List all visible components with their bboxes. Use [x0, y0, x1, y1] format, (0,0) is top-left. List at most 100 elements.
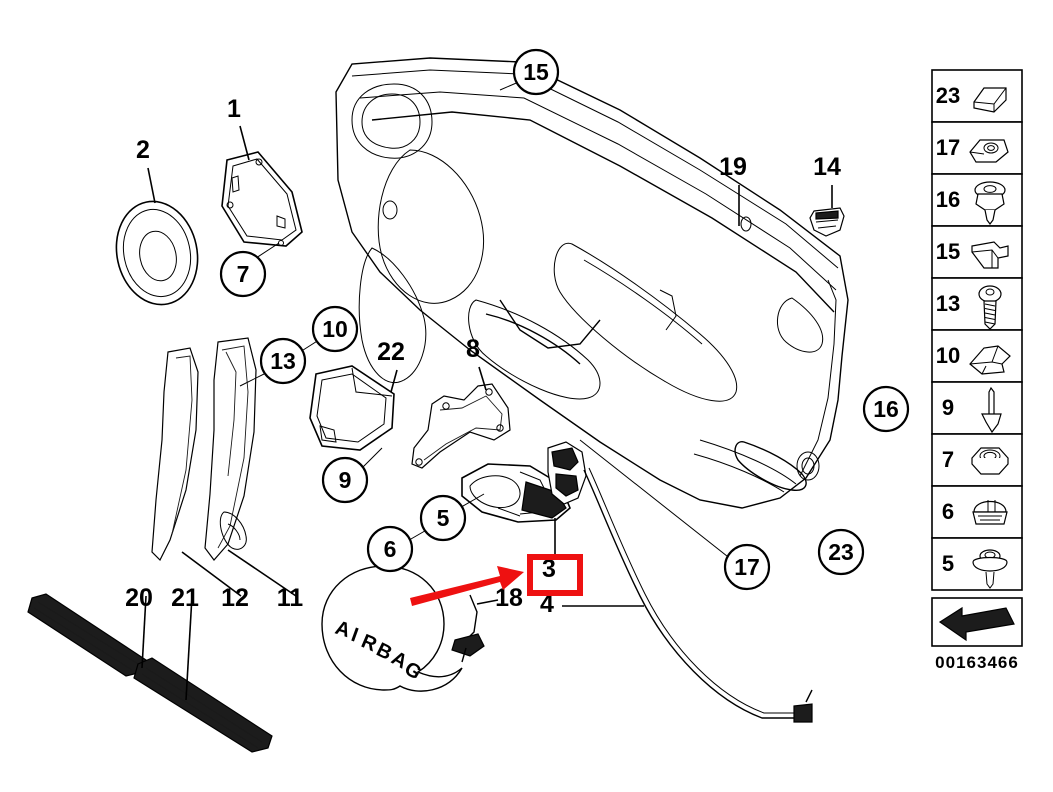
legend-item-7[interactable]: 7 [931, 433, 1023, 487]
legend-number-9: 9 [942, 395, 954, 420]
legend-column: 23 17 16 15 13 10 9 7 6 5 00163466 [931, 69, 1023, 672]
legend-icon-hex-nut [971, 447, 1009, 475]
part-8-bracket [411, 383, 511, 469]
callout-label-23: 23 [828, 539, 854, 565]
callout-label-15: 15 [523, 59, 549, 85]
part-2-speaker [115, 200, 199, 306]
legend-item-23[interactable]: 23 [931, 69, 1023, 123]
legend-icon-spring-clamp [969, 345, 1011, 375]
legend-icon-square-cap-plug [973, 87, 1007, 113]
part-label-3: 3 [542, 555, 556, 583]
callout-ring-13 [259, 337, 307, 385]
callout-circle-23[interactable]: 23 [817, 528, 865, 576]
legend-item-13[interactable]: 13 [931, 277, 1023, 331]
leader-lines [141, 77, 833, 701]
part-4-bowden-cable [583, 467, 813, 723]
callout-label-9: 9 [339, 467, 352, 493]
red-highlight-annotation [410, 554, 583, 606]
part-11-trim-strip [204, 337, 257, 561]
callout-ring-17 [723, 543, 771, 591]
callout-circle-17[interactable]: 17 [723, 543, 771, 591]
part-label-18: 18 [495, 584, 523, 612]
legend-item-9[interactable]: 9 [931, 381, 1023, 435]
legend-item-17[interactable]: 17 [931, 121, 1023, 175]
legend-icon-self-tapping-screw [978, 285, 1002, 330]
legend-number-16: 16 [936, 187, 960, 212]
airbag-text: A I R B A G [332, 617, 426, 685]
legend-icon-wedge-clip [971, 241, 1009, 269]
legend-number-15: 15 [936, 239, 960, 264]
part-3-door-handle-latch [461, 441, 587, 523]
callout-ring-16 [862, 385, 910, 433]
part-18-retainer-clip [451, 594, 485, 663]
part-1-cover-plate [221, 151, 303, 247]
part-label-1: 1 [227, 95, 241, 123]
legend-box-23 [931, 69, 1023, 123]
red-highlight-box [527, 554, 583, 596]
callout-ring-15 [512, 48, 560, 96]
part-label-12: 12 [221, 584, 249, 612]
part-label-2: 2 [136, 136, 150, 164]
callout-label-10: 10 [322, 316, 348, 342]
part-21-sill-strip [133, 657, 273, 753]
part-label-22: 22 [377, 338, 405, 366]
arrow-block-icon [938, 606, 1015, 642]
red-arrow-icon [410, 566, 524, 606]
part-label-21: 21 [171, 584, 199, 612]
legend-number-13: 13 [936, 291, 960, 316]
part-label-20: 20 [125, 584, 153, 612]
airbag-balloon: A I R B A G [321, 565, 463, 692]
part-label-19: 19 [719, 153, 747, 181]
part-22-control-module [309, 365, 395, 451]
callout-circle-9[interactable]: 9 [321, 456, 369, 504]
callout-label-13: 13 [270, 348, 296, 374]
callout-circle-13[interactable]: 13 [259, 337, 307, 385]
legend-number-23: 23 [936, 83, 960, 108]
legend-box-13 [931, 277, 1023, 331]
legend-number-7: 7 [942, 447, 954, 472]
legend-item-5[interactable]: 5 [931, 537, 1023, 591]
legend-icon-expanding-rivet [974, 181, 1006, 225]
part-label-11: 11 [277, 584, 304, 612]
legend-item-10[interactable]: 10 [931, 329, 1023, 383]
legend-footer [931, 597, 1023, 647]
legend-item-16[interactable]: 16 [931, 173, 1023, 227]
callout-ring-6 [366, 525, 414, 573]
callout-label-5: 5 [437, 505, 450, 531]
callout-circle-15[interactable]: 15 [512, 48, 560, 96]
callout-circle-7[interactable]: 7 [219, 250, 267, 298]
callout-ring-9 [321, 456, 369, 504]
legend-icon-expanding-nut-plug [972, 549, 1008, 589]
legend-icon-long-pin-rivet [981, 386, 1002, 434]
part-14-clip [809, 207, 845, 237]
callout-label-7: 7 [237, 261, 250, 287]
callout-ring-5 [419, 494, 467, 542]
callout-ring-23 [817, 528, 865, 576]
callout-label-16: 16 [873, 396, 899, 422]
part-label-14: 14 [813, 153, 841, 181]
legend-number-5: 5 [942, 551, 954, 576]
legend-icon-spring-nut-clip [969, 139, 1009, 163]
callout-label-17: 17 [734, 554, 760, 580]
door-panel-assembly [335, 57, 849, 509]
callout-circle-6[interactable]: 6 [366, 525, 414, 573]
callout-circle-10[interactable]: 10 [311, 305, 359, 353]
diagram-id-text: 00163466 [935, 653, 1019, 672]
callout-ring-10 [311, 305, 359, 353]
legend-item-15[interactable]: 15 [931, 225, 1023, 279]
legend-number-6: 6 [942, 499, 954, 524]
legend-item-6[interactable]: 6 [931, 485, 1023, 539]
callout-ring-7 [219, 250, 267, 298]
legend-number-17: 17 [936, 135, 960, 160]
callout-circle-5[interactable]: 5 [419, 494, 467, 542]
callout-label-6: 6 [384, 536, 397, 562]
callout-circle-16[interactable]: 16 [862, 385, 910, 433]
legend-number-10: 10 [936, 343, 960, 368]
airbag-letter-a: A [332, 617, 353, 643]
part-12-trim-strip [151, 347, 199, 562]
part-label-8: 8 [466, 335, 480, 363]
